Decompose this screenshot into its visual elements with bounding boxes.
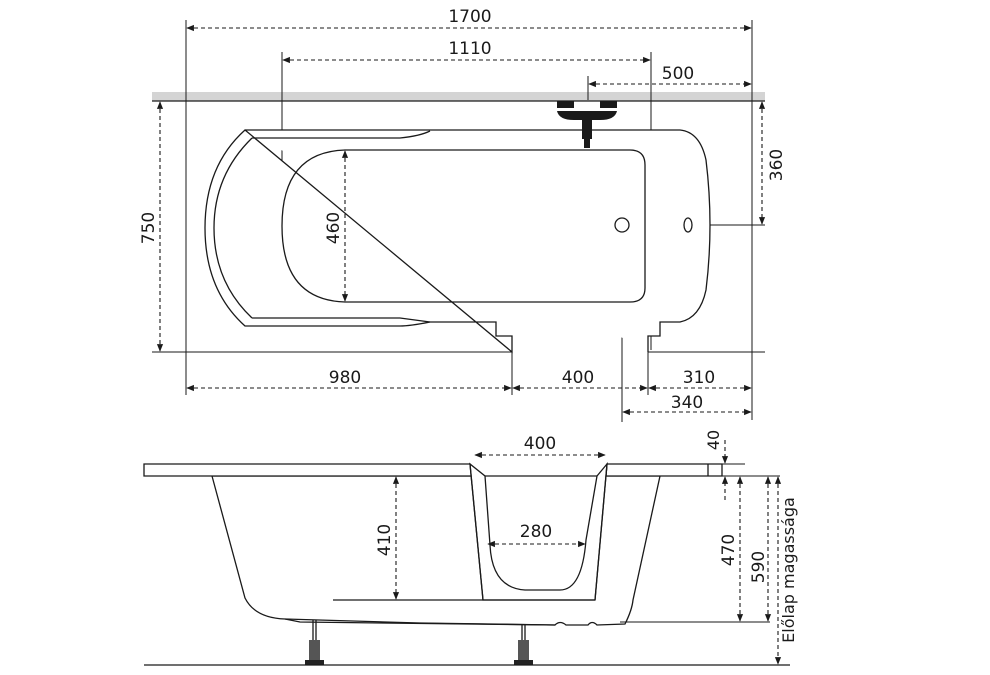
dim-inner-width: 460 xyxy=(324,212,344,244)
dim-door-bottom-width: 280 xyxy=(520,522,552,542)
leg-icon xyxy=(305,620,324,665)
tub-body xyxy=(211,475,661,626)
wall xyxy=(152,92,765,101)
side-view: 400 280 410 40 470 590 Előlap magassága xyxy=(143,430,798,666)
tub-basin xyxy=(281,149,646,303)
faucet-icon xyxy=(557,101,617,148)
door-cutout xyxy=(469,461,608,601)
dim-step-height: 410 xyxy=(375,524,395,556)
dim-faucet-offset: 500 xyxy=(662,64,694,84)
dim-drain-offset-x: 340 xyxy=(671,393,703,413)
dim-length-total: 1700 xyxy=(448,7,491,27)
dim-left-section: 980 xyxy=(329,368,361,388)
dim-tub-depth: 470 xyxy=(719,534,739,566)
overflow-icon xyxy=(683,217,693,233)
dim-width-total: 750 xyxy=(139,212,159,244)
dim-right-section: 310 xyxy=(683,368,715,388)
dim-rim-thickness: 40 xyxy=(704,430,723,450)
dim-door-opening: 400 xyxy=(562,368,594,388)
dim-door-top-width: 400 xyxy=(524,434,556,454)
top-view: 1700 1110 500 750 360 460 980 400 310 34… xyxy=(139,7,787,422)
dim-drain-offset-y: 360 xyxy=(767,149,787,181)
leg-icon xyxy=(514,624,533,665)
dim-total-height: 590 xyxy=(749,551,769,583)
panel-height-label: Előlap magassága xyxy=(779,497,798,643)
drain-icon xyxy=(614,217,630,233)
dim-inner-length: 1110 xyxy=(448,39,491,59)
tub-outline xyxy=(204,129,711,354)
